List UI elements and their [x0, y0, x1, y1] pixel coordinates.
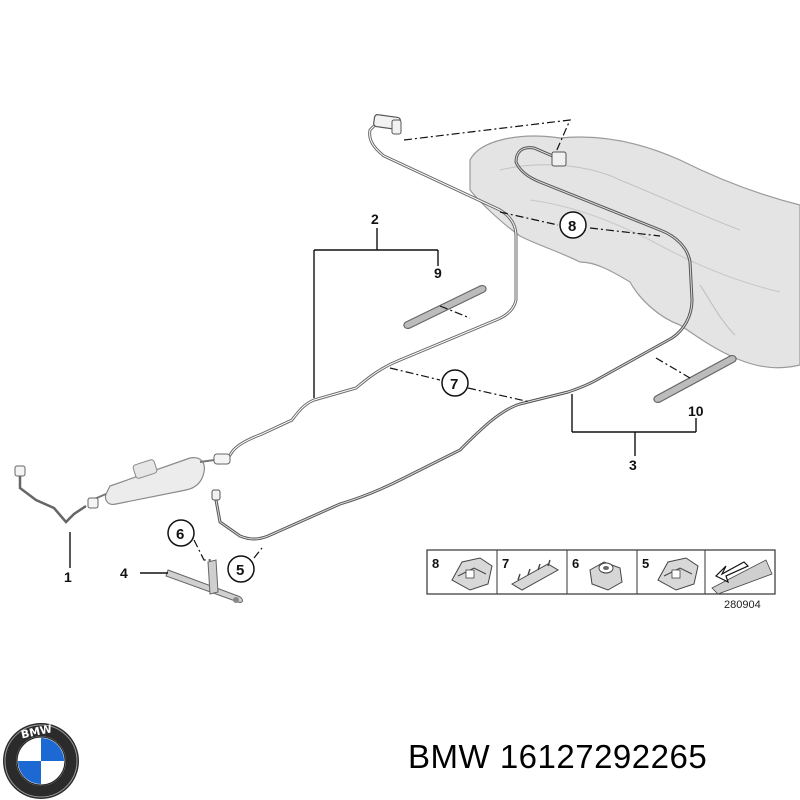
callout-9: 9	[434, 265, 442, 281]
bmw-logo-text: BMW	[20, 722, 53, 741]
fuel-line-3-hilite	[215, 147, 693, 540]
callout-3: 3	[629, 457, 637, 473]
clip-icon	[657, 557, 699, 591]
strip-part-10	[653, 355, 737, 403]
line-connector-top	[391, 119, 402, 135]
kit-number-6: 6	[572, 556, 579, 571]
fuel-line-7-hilite	[227, 121, 517, 459]
part-number-caption: BMW 16127292265	[408, 738, 708, 775]
diagram-code: 280904	[724, 599, 761, 611]
dashed-leaders	[193, 119, 691, 561]
arrow-icon	[711, 559, 773, 595]
leader-lines	[69, 228, 697, 574]
kit-number-5: 5	[642, 556, 649, 571]
tank-connector	[551, 151, 567, 167]
pipe-fitting-left	[14, 465, 26, 477]
kit-number-7: 7	[502, 556, 509, 571]
callout-6: 6	[176, 526, 184, 543]
callout-7: 7	[450, 376, 458, 393]
strip-part-9	[403, 285, 487, 329]
pipe-part-1	[18, 470, 87, 524]
kit-number-8: 8	[432, 556, 439, 571]
callout-5-circle: 5	[227, 555, 255, 583]
nut-icon	[589, 561, 623, 591]
callout-4: 4	[120, 565, 128, 581]
bmw-logo: BMW	[3, 722, 79, 799]
fuel-tank	[469, 135, 800, 369]
callout-10: 10	[688, 403, 704, 419]
fuel-filter	[87, 453, 231, 509]
clip-icon	[451, 557, 493, 591]
callout-7-circle: 7	[441, 369, 469, 397]
kit-panel: 8 7 6 5	[426, 549, 776, 595]
line-end-fitting	[211, 489, 221, 501]
callout-8: 8	[568, 218, 576, 235]
callout-5: 5	[236, 562, 244, 579]
rail-clip-icon	[511, 559, 559, 591]
callout-8-circle: 8	[559, 211, 587, 239]
callout-6-circle: 6	[167, 519, 195, 547]
callout-1: 1	[64, 569, 72, 585]
bracket-part-4	[165, 559, 243, 603]
callout-2: 2	[371, 211, 379, 227]
